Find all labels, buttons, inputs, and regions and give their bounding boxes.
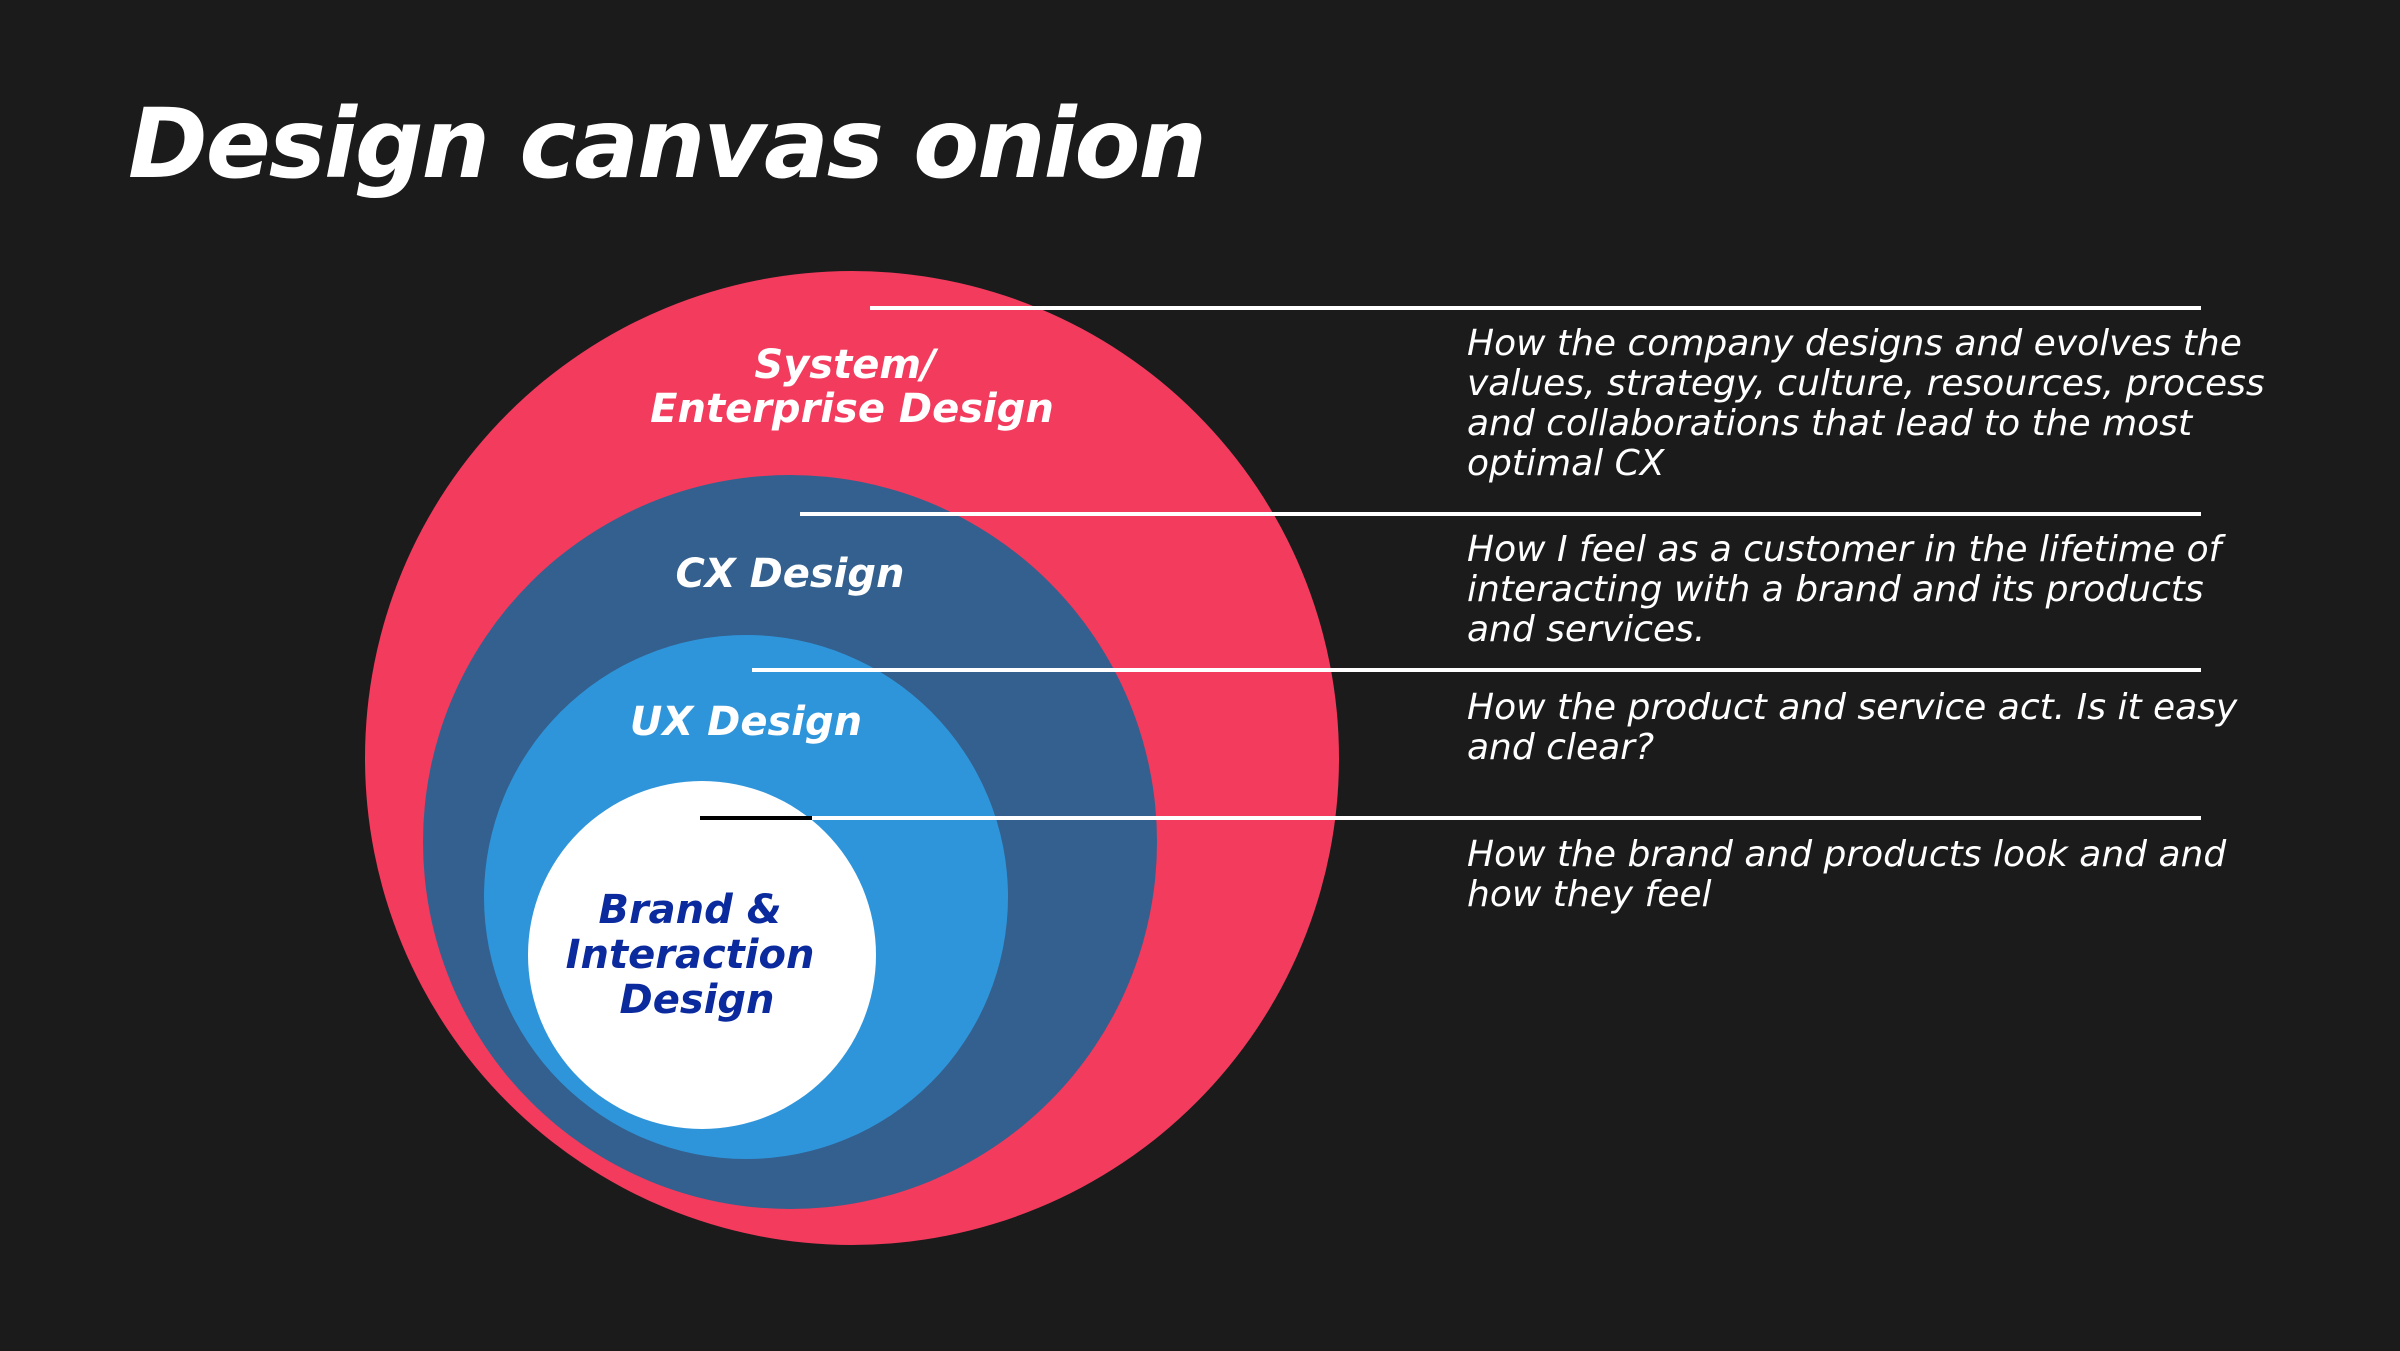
cx-layer-label: CX Design	[675, 551, 904, 597]
cx-description: How I feel as a customer in the lifetime…	[1467, 530, 2247, 650]
ux-description: How the product and service act. Is it e…	[1467, 688, 2247, 768]
core-label-line-1: Brand &	[598, 887, 781, 933]
core-layer-circle	[528, 781, 876, 1129]
cx-description-line: interacting with a brand and its product…	[1467, 569, 2204, 610]
ux-description-line: and clear?	[1467, 727, 1655, 768]
system-description: How the company designs and evolves the …	[1467, 323, 2265, 484]
system-label-line-2: Enterprise Design	[650, 386, 1054, 432]
system-layer-label: System/ Enterprise Design	[650, 342, 1054, 432]
system-description-line: How the company designs and evolves the	[1467, 323, 2242, 364]
core-description-line: how they feel	[1467, 874, 1712, 915]
page-title: Design canvas onion	[128, 88, 1207, 200]
core-description-line: How the brand and products look and and	[1467, 834, 2227, 875]
system-description-line: values, strategy, culture, resources, pr…	[1467, 363, 2265, 404]
cx-description-line: and services.	[1467, 609, 1706, 650]
system-description-line: optimal CX	[1467, 443, 1665, 484]
system-description-line: and collaborations that lead to the most	[1467, 403, 2193, 444]
core-label-line-2: Interaction	[566, 932, 815, 978]
cx-label-line-1: CX Design	[675, 551, 904, 597]
system-label-line-1: System/	[754, 342, 939, 388]
cx-description-line: How I feel as a customer in the lifetime…	[1467, 529, 2222, 570]
ux-label-line-1: UX Design	[630, 699, 862, 745]
core-description: How the brand and products look and and …	[1467, 835, 2247, 915]
ux-layer-label: UX Design	[630, 699, 862, 745]
core-layer-label: Brand & Interaction Design	[566, 887, 829, 1023]
ux-description-line: How the product and service act. Is it e…	[1467, 687, 2238, 728]
core-label-line-3: Design	[620, 977, 775, 1023]
